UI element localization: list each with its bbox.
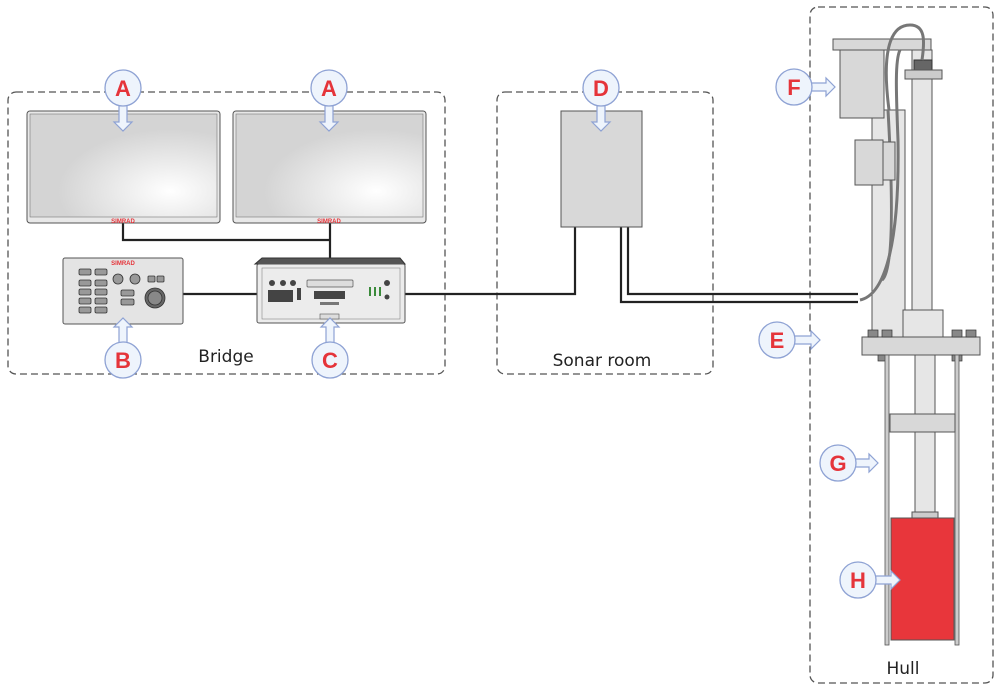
- flange: [861, 336, 981, 356]
- callout-b: B: [104, 317, 142, 379]
- callout-c: C: [311, 317, 349, 379]
- bridge-zone: [7, 91, 446, 375]
- bridge-label: Bridge: [198, 347, 253, 367]
- svg-text:G: G: [829, 451, 846, 476]
- junction-box: [854, 139, 884, 186]
- callout-d: D: [582, 69, 620, 132]
- transducer: [890, 517, 955, 641]
- svg-text:A: A: [321, 76, 337, 101]
- callout-a-right: A: [310, 69, 348, 132]
- arrow-up-icon: [112, 317, 134, 345]
- motor-unit: [839, 49, 885, 119]
- brand-logo: SIMRAD: [317, 219, 341, 225]
- hull-zone: [809, 6, 994, 684]
- callout-f: F: [775, 68, 836, 106]
- callout-h: H: [839, 561, 901, 599]
- hull-label: Hull: [886, 659, 919, 679]
- svg-text:C: C: [322, 348, 338, 373]
- callout-a-left: A: [104, 69, 142, 132]
- svg-text:E: E: [770, 328, 785, 353]
- clamp: [889, 413, 956, 433]
- callout-e: E: [758, 321, 821, 359]
- svg-text:H: H: [850, 568, 866, 593]
- arrow-right-icon: [791, 329, 821, 351]
- brand-logo: SIMRAD: [111, 219, 135, 225]
- callout-g: G: [819, 444, 879, 482]
- svg-text:B: B: [115, 348, 131, 373]
- brand-logo: SIMRAD: [111, 261, 135, 267]
- svg-text:F: F: [787, 75, 800, 100]
- sonar-room-label: Sonar room: [553, 351, 652, 371]
- processing-unit: [253, 257, 407, 324]
- arrow-down-icon: [318, 103, 340, 132]
- svg-text:D: D: [593, 76, 609, 101]
- arrow-down-icon: [112, 103, 134, 132]
- hull-unit: [832, 23, 981, 646]
- arrow-up-icon: [319, 317, 341, 345]
- arrow-down-icon: [590, 103, 612, 132]
- operating-panel: SIMRAD: [62, 257, 184, 325]
- monitor-1: SIMRAD: [26, 110, 221, 225]
- cables: [121, 223, 858, 304]
- svg-text:A: A: [115, 76, 131, 101]
